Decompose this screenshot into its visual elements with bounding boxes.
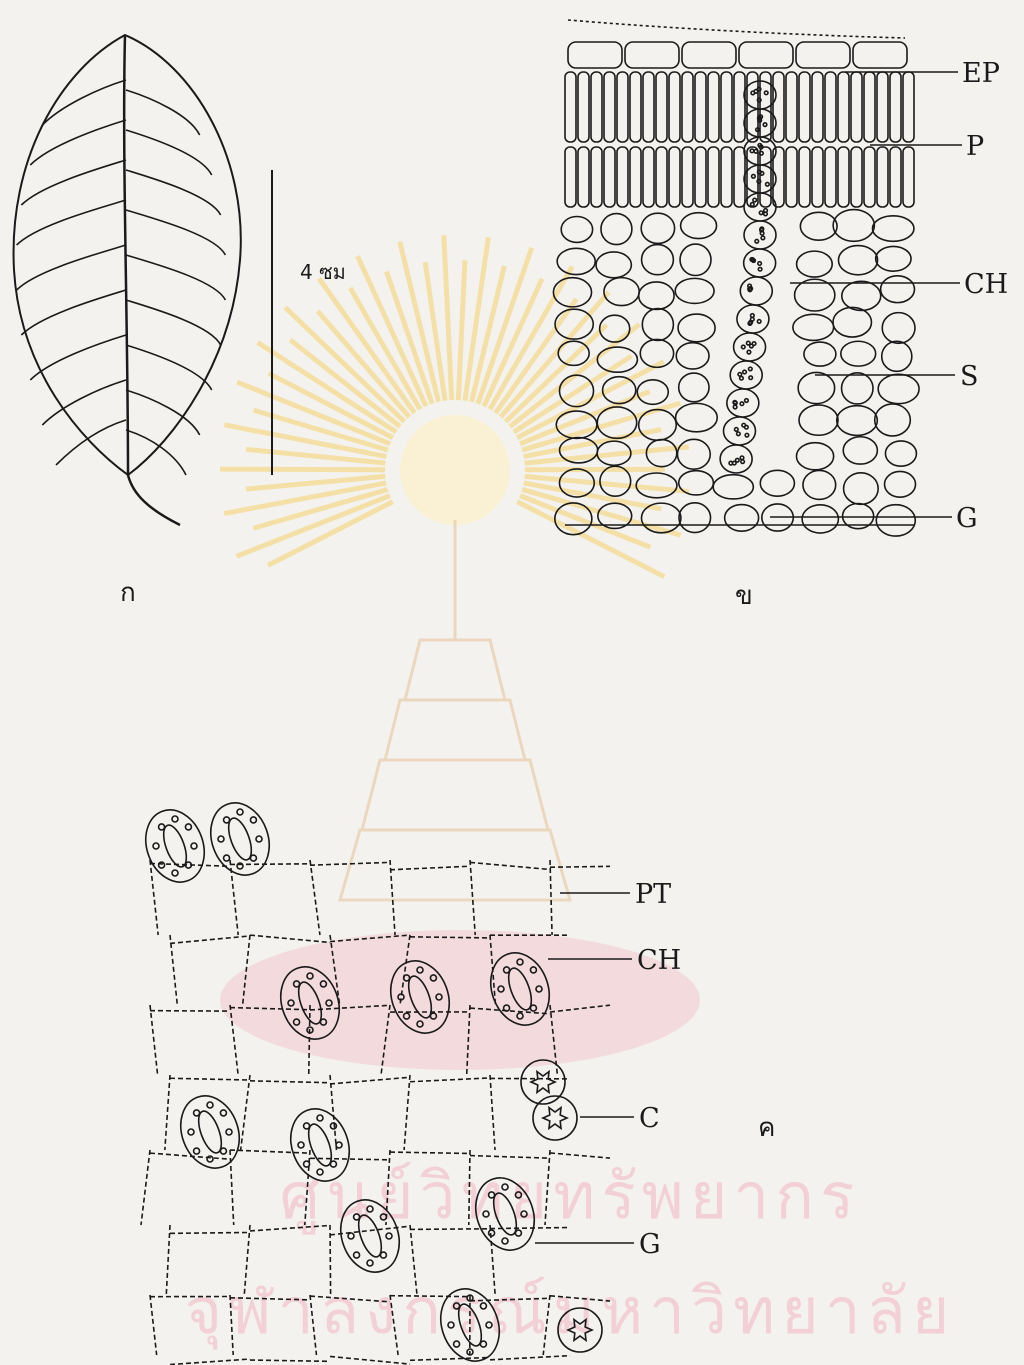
panel-b-letter: ข	[735, 583, 753, 609]
label-c: C	[639, 1105, 660, 1132]
label-p: P	[966, 133, 984, 160]
leaf-cross-section	[553, 20, 919, 536]
panel-a-letter: ก	[120, 580, 136, 606]
panel-c-letter: ค	[758, 1115, 775, 1141]
label-ep: EP	[962, 60, 1000, 87]
label-g-surface: G	[639, 1231, 661, 1258]
scale-label: 4 ซม	[300, 262, 346, 282]
label-ch-surface: CH	[637, 947, 681, 974]
label-pt: PT	[635, 881, 671, 908]
epidermis-surface-view	[136, 795, 610, 1365]
label-s: S	[960, 363, 979, 390]
leaf-drawing	[14, 35, 241, 525]
label-ch: CH	[964, 271, 1008, 298]
label-g: G	[956, 505, 978, 532]
surface-leader-lines	[535, 893, 634, 1243]
